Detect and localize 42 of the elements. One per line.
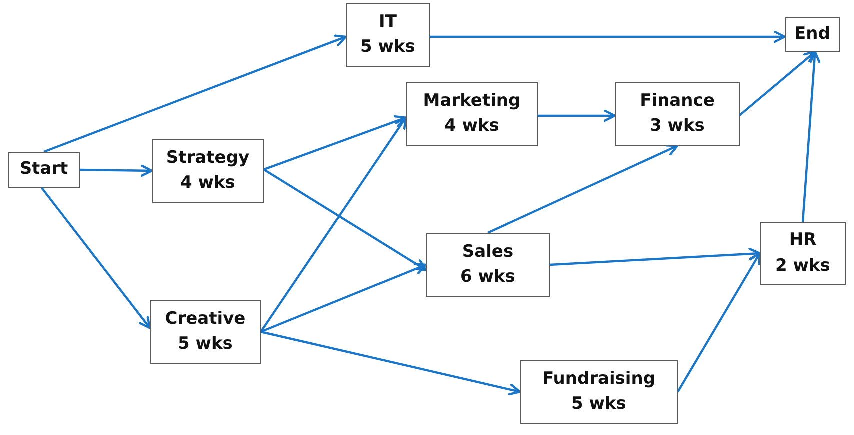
arrow: [488, 144, 679, 234]
task-box: [785, 17, 840, 52]
arrow: [538, 110, 616, 122]
duration-label: 3 wks: [650, 115, 705, 138]
task-box: [426, 233, 550, 297]
task-box: [150, 300, 261, 364]
duration-label: 5 wks: [178, 333, 233, 356]
node-title: HR: [789, 229, 817, 252]
arrow: [264, 115, 408, 171]
task-box: [8, 152, 80, 188]
node-title: Start: [20, 158, 68, 182]
node-title: End: [794, 22, 830, 46]
arrow: [260, 263, 428, 334]
task-box: [346, 3, 430, 67]
task-box: [520, 360, 678, 424]
arrow: [739, 50, 816, 116]
arrow: [430, 30, 786, 44]
arrow: [550, 248, 762, 266]
task-box: [406, 82, 538, 146]
duration-label: 2 wks: [776, 254, 830, 278]
arrow: [260, 330, 522, 396]
task-box: [615, 82, 740, 146]
duration-label: 4 wks: [180, 172, 236, 195]
node-title: Strategy: [166, 146, 250, 170]
node-title: Sales: [462, 240, 514, 264]
node-title: Fundraising: [542, 368, 656, 390]
arrow: [802, 50, 821, 222]
task-box: [760, 222, 846, 285]
duration-label: 5 wks: [572, 393, 626, 416]
duration-label: 6 wks: [460, 266, 516, 289]
node-title: Marketing: [423, 90, 521, 112]
node-title: IT: [379, 10, 397, 34]
arrow: [677, 252, 762, 393]
arrow: [40, 187, 152, 330]
arrow: [80, 164, 154, 177]
task-box: [152, 139, 264, 203]
duration-label: 5 wks: [360, 36, 416, 59]
arrow: [263, 168, 428, 272]
node-title: Finance: [640, 90, 715, 112]
node-title: Creative: [165, 308, 246, 330]
arrow: [44, 34, 348, 154]
duration-label: 4 wks: [444, 115, 500, 138]
